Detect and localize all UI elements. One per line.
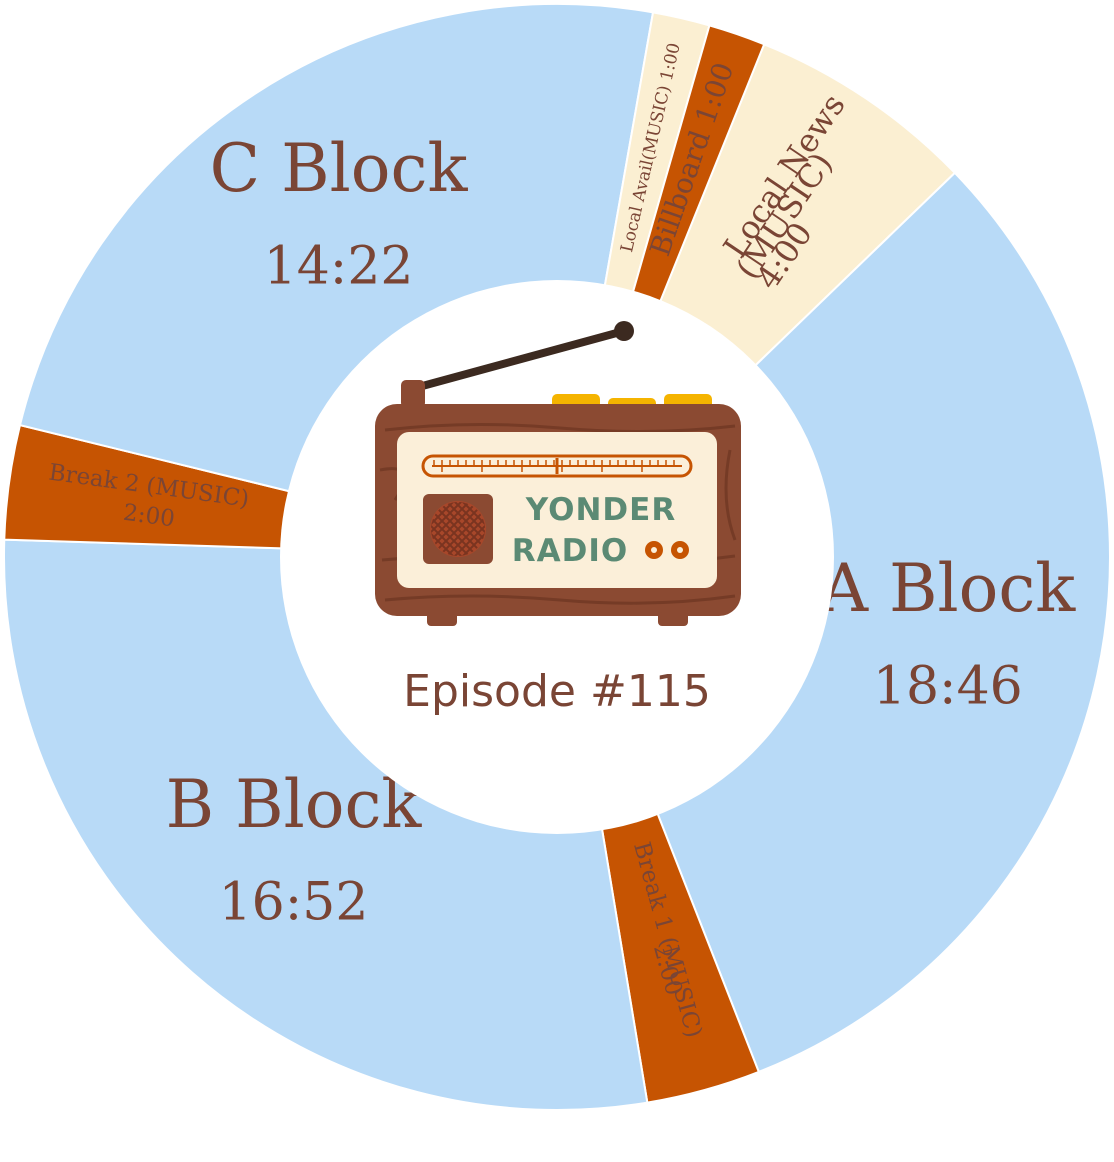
logo-word-radio: RADIO <box>512 533 628 569</box>
rundown-slices <box>3 3 1111 1111</box>
yonder-radio-logo: YONDER RADIO <box>375 321 741 626</box>
slice-value: 14:22 <box>264 236 414 296</box>
slice-label: A Block <box>819 550 1076 627</box>
slice-label: C Block <box>210 130 469 207</box>
slice-value: 16:52 <box>219 872 369 932</box>
episode-label: Episode #115 <box>403 666 711 717</box>
logo-word-yonder: YONDER <box>525 492 676 528</box>
slice-label: B Block <box>166 766 423 843</box>
slice-value: 18:46 <box>873 657 1023 717</box>
